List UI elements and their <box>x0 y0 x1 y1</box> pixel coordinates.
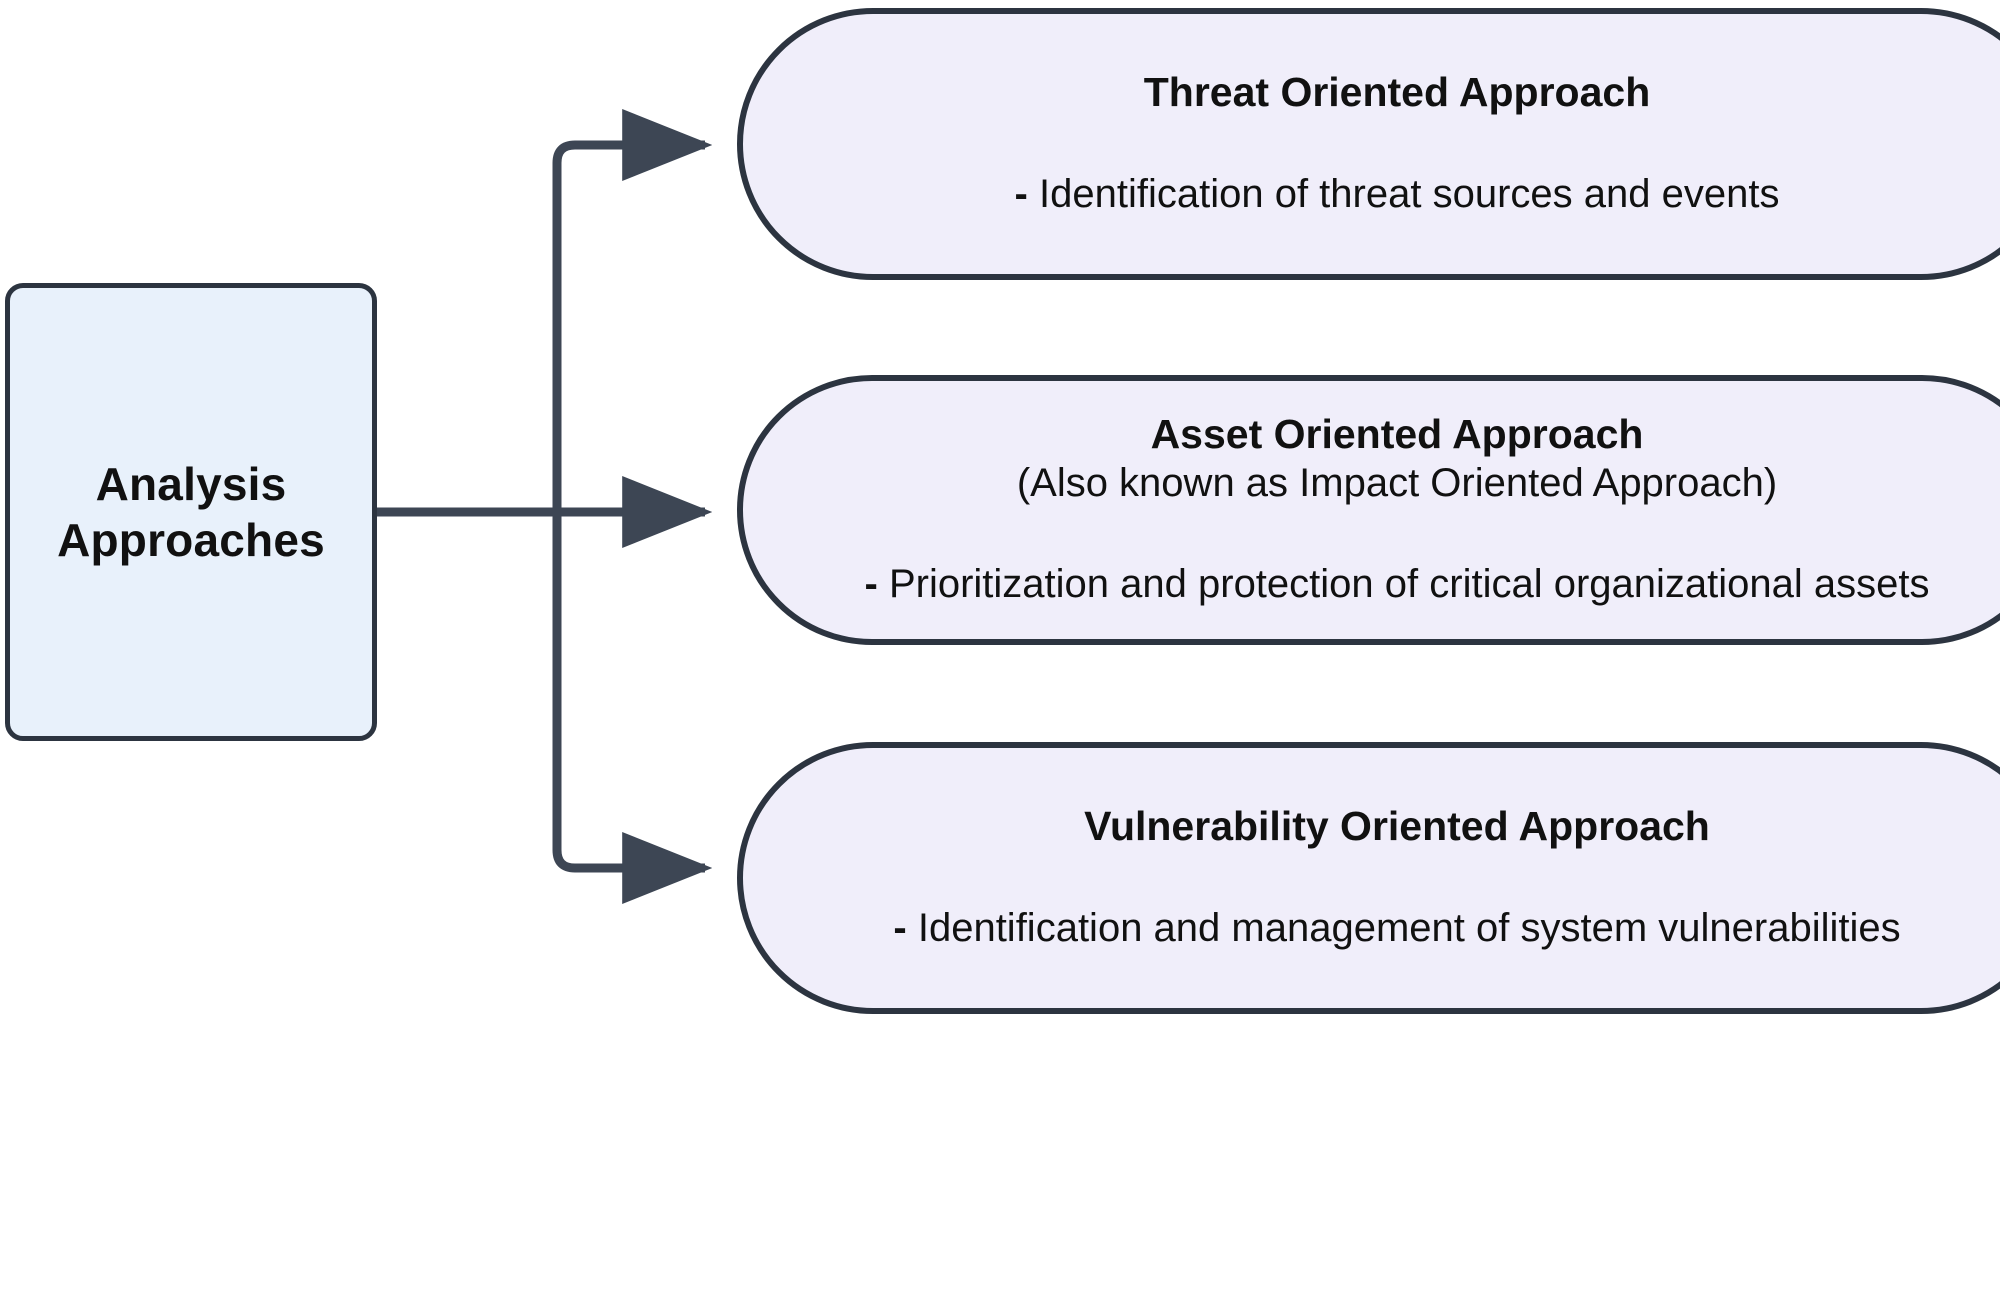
node-analysis-approaches-line2: Approaches <box>57 514 325 566</box>
bullet-text: Prioritization and protection of critica… <box>888 562 1930 606</box>
bullet-text: Identification and management of system … <box>917 906 1901 950</box>
node-asset-oriented-bullet: - Prioritization and protection of criti… <box>865 559 1930 610</box>
node-asset-oriented[interactable]: Asset Oriented Approach (Also known as I… <box>737 375 2000 645</box>
node-asset-oriented-subtitle: (Also known as Impact Oriented Approach) <box>1016 461 1778 505</box>
bullet-text: Identification of threat sources and eve… <box>1039 172 1780 216</box>
node-analysis-approaches[interactable]: Analysis Approaches <box>5 283 377 741</box>
node-threat-oriented-bullet: - Identification of threat sources and e… <box>1015 169 1780 220</box>
bullet-mark: - <box>893 906 907 950</box>
node-vulnerability-oriented-title: Vulnerability Oriented Approach <box>1084 802 1710 849</box>
connector-source-to-vulnerability <box>552 512 713 904</box>
node-threat-oriented-title: Threat Oriented Approach <box>1143 68 1651 115</box>
node-asset-oriented-title: Asset Oriented Approach <box>1150 410 1644 457</box>
bullet-mark: - <box>864 562 878 606</box>
node-vulnerability-oriented-bullet: - Identification and management of syste… <box>893 903 1900 954</box>
node-vulnerability-oriented[interactable]: Vulnerability Oriented Approach - Identi… <box>737 742 2000 1014</box>
node-analysis-approaches-line1: Analysis <box>95 457 287 510</box>
connector-source-to-threat <box>552 109 713 512</box>
bullet-mark: - <box>1014 172 1028 216</box>
node-threat-oriented[interactable]: Threat Oriented Approach - Identificatio… <box>737 8 2000 280</box>
